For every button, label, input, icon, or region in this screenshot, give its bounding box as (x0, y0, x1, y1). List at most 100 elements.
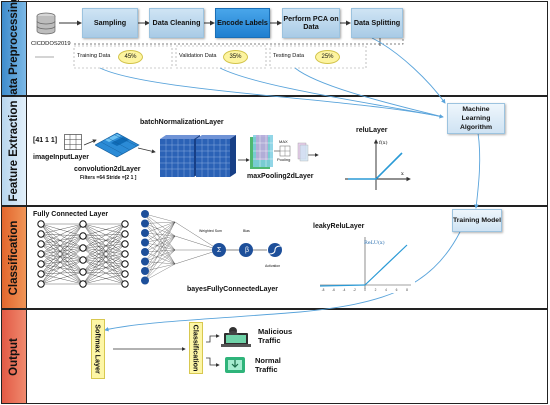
bayes-edge (144, 221, 176, 243)
bayes-edge (144, 235, 176, 281)
bias-label: Bias (243, 229, 250, 233)
bayes-edge (144, 221, 176, 281)
split-percent-training: 45% (118, 50, 143, 64)
batchnorm-layer-label: batchNormalizationLayer (140, 119, 224, 126)
fc-edge (40, 247, 84, 275)
fc-edge (40, 235, 84, 285)
fc-neuron (79, 280, 87, 288)
bayes-edge (144, 221, 176, 234)
bayes-input-neuron (141, 219, 149, 228)
fc-neuron (121, 240, 129, 248)
fc-neuron (79, 268, 87, 276)
bayes-input-neuron (141, 248, 149, 256)
bayes-input-neuron (141, 238, 149, 247)
bayes-network (141, 210, 282, 285)
tab-preprocessing: Data Preprocessing (1, 0, 27, 103)
relu-x-label: x (401, 171, 404, 177)
fc-edge (82, 273, 126, 285)
fc-edge (82, 235, 126, 265)
bayes-edge (174, 249, 220, 265)
leaky-tick-label: -2 (353, 288, 356, 292)
fc-edge (40, 233, 84, 285)
input-layer-label: imageInputLayer (33, 154, 90, 161)
fc-edge (82, 271, 126, 275)
bayes-layer-label: bayesFullyConnectedLayer (187, 286, 279, 293)
fc-edge (40, 253, 84, 273)
fc-edge (40, 253, 84, 261)
fc-edge (40, 271, 84, 275)
bayes-edge (144, 213, 176, 223)
fc-edge (82, 233, 126, 237)
conv-filter-icon (95, 132, 140, 158)
split-label-testing: Testing Data (273, 53, 305, 59)
fc-edge (82, 247, 126, 265)
fc-edge (40, 243, 84, 273)
leaky-tick-label: 6 (396, 288, 398, 292)
bayes-edge (144, 242, 176, 265)
fc-edge (82, 253, 126, 285)
bayes-edge (144, 213, 176, 237)
fc-neuron (37, 230, 45, 238)
fc-edge (40, 235, 84, 255)
softmax-text: Softmax Layer (93, 324, 103, 374)
bayes-unit (239, 243, 253, 257)
fc-edge (82, 263, 126, 273)
fc-edge (40, 263, 84, 285)
input-matrix-label: [41 1 1] (33, 137, 58, 144)
tab-classification: Classification (1, 206, 27, 309)
fc-edge (40, 233, 84, 261)
fc-edge (40, 247, 84, 265)
conv-layer-label: convolution2dLayer (74, 166, 141, 173)
fc-edge (40, 233, 84, 273)
fc-edge (82, 259, 126, 265)
fc-edge (82, 223, 126, 249)
bayes-edge (144, 213, 176, 265)
fc-edge (82, 223, 126, 273)
fc-edge (82, 235, 126, 255)
fc-edge (40, 243, 84, 261)
fc-neuron (37, 260, 45, 268)
fc-edge (40, 233, 84, 249)
fc-neuron (37, 240, 45, 248)
fc-edge (40, 271, 84, 285)
fc-edge (82, 247, 126, 275)
classification-label: Classification (189, 322, 203, 374)
bayes-input-neuron (141, 229, 149, 237)
machine-learning-box: Machine Learning Algorithm (447, 103, 505, 134)
bayes-edge (144, 235, 176, 262)
bayes-edge (144, 235, 176, 272)
bayes-edge (174, 235, 220, 251)
leaky-func-label: ReLU(x) (364, 240, 385, 246)
bayes-edge (144, 249, 176, 262)
fc-edge (82, 233, 126, 273)
bayes-edge (144, 263, 176, 272)
fc-edge (40, 259, 84, 285)
database-icon (36, 12, 56, 35)
step-data-cleaning: Data Cleaning (149, 8, 204, 38)
fc-edge (82, 223, 126, 261)
fc-neuron (79, 232, 87, 240)
weighted-sum-label: Weighted Sum (199, 229, 222, 233)
bayes-unit (212, 243, 226, 257)
batchnorm-blocks (160, 135, 236, 177)
leaky-negative-line (319, 284, 366, 287)
fc-edge (40, 259, 84, 265)
fc-edge (82, 223, 126, 235)
split-label-validation: Validation Data (179, 53, 217, 59)
fc-edge (82, 223, 126, 285)
normal-label: Normal Traffic (255, 356, 281, 374)
split-percent-testing: 25% (315, 50, 340, 64)
fc-edge (82, 235, 126, 245)
step-sampling: Sampling (82, 8, 138, 38)
fc-edge (40, 243, 84, 285)
fc-edge (82, 223, 126, 255)
fc-edge (82, 263, 126, 285)
fc-edge (82, 243, 126, 285)
leaky-tick-label: -6 (332, 288, 335, 292)
fc-edge (82, 223, 126, 237)
dataset-label: CICDDOS2019 (31, 41, 71, 47)
bayes-input-neuron (141, 210, 149, 218)
leaky-tick-label: -8 (322, 288, 325, 292)
conv-params-label: Filters =64 Stride =[2 1 ] (80, 175, 137, 181)
fc-edge (82, 233, 126, 285)
